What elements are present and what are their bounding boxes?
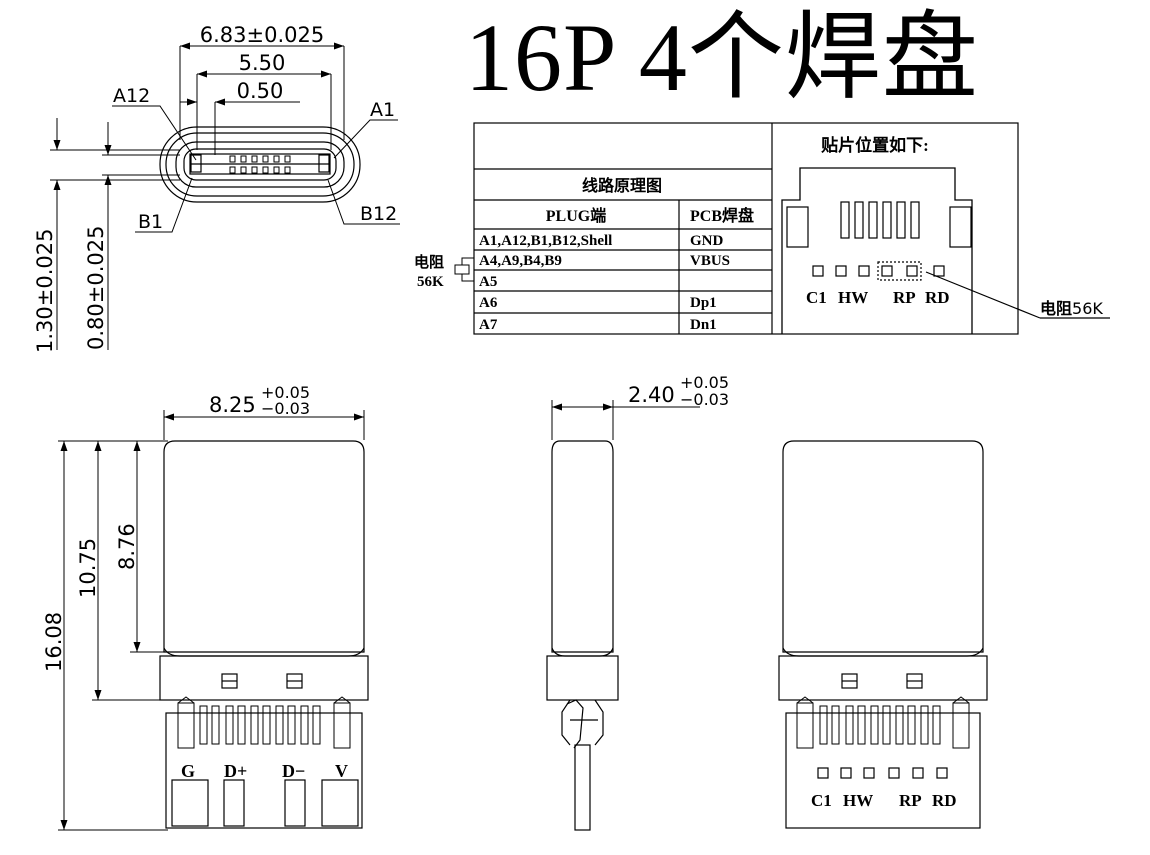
dim-1-30: 1.30±0.025 [33,229,57,353]
pad-dplus-label: D+ [224,761,247,781]
dim-16-08: 16.08 [42,612,66,672]
schematic-title: 线路原理图 [582,176,662,195]
label-a12: A12 [113,85,150,107]
side-view-dimensions [551,400,700,440]
dim-2-40-tol-minus: −0.03 [680,390,729,409]
mating-face-dimensions [50,42,400,350]
pad-rd: RD [925,288,950,307]
row4-pcb: Dp1 [690,295,717,311]
dim-0-50: 0.50 [237,79,284,103]
placement-title: 贴片位置如下: [821,135,929,155]
row5-plug: A7 [479,317,498,333]
pad-hw: HW [838,288,868,307]
resistor-value: 56K [417,274,444,290]
row1-pcb: GND [690,233,724,249]
dim-6-83: 6.83±0.025 [200,23,324,47]
back-pad-rp: RP [899,791,922,810]
side-view [546,440,619,831]
pad-c1: C1 [806,288,827,307]
mating-face-view [159,126,361,203]
dim-8-25-tol-minus: −0.03 [261,399,310,418]
back-pad-rd: RD [932,791,957,810]
pad-dminus-label: D− [282,761,305,781]
dim-0-80: 0.80±0.025 [84,226,108,350]
row2-pcb: VBUS [690,253,730,269]
label-a1: A1 [370,99,395,121]
col-pcb-header: PCB焊盘 [690,206,754,225]
dim-2-40: 2.40 [628,383,675,407]
row2-plug: A4,A9,B4,B9 [479,253,562,269]
row5-pcb: Dn1 [690,317,717,333]
dim-5-50: 5.50 [239,51,286,75]
back-pad-hw: HW [843,791,873,810]
row4-plug: A6 [479,295,498,311]
front-view-dimensions [58,410,365,831]
dim-2-40-tol-plus: +0.05 [680,373,729,392]
dim-8-25-tol-plus: +0.05 [261,383,310,402]
pad-g-label: G [181,761,195,781]
col-plug-header: PLUG端 [546,206,606,225]
label-b12: B12 [360,203,397,225]
resistor-callout: 电阻56K [1040,299,1103,318]
row1-plug: A1,A12,B1,B12,Shell [479,233,612,249]
pad-v-label: V [335,761,348,781]
resistor-label: 电阻 [414,253,444,271]
drawing-title: 16P 4个焊盘 [465,4,979,111]
dim-10-75: 10.75 [76,538,100,598]
dim-8-76: 8.76 [115,523,139,570]
back-pad-c1: C1 [811,791,832,810]
row3-plug: A5 [479,274,497,290]
label-b1: B1 [138,211,163,233]
front-view [159,440,369,829]
dim-8-25: 8.25 [209,393,256,417]
pad-rp: RP [893,288,916,307]
back-view [778,440,988,829]
pinout-table [454,122,1110,335]
